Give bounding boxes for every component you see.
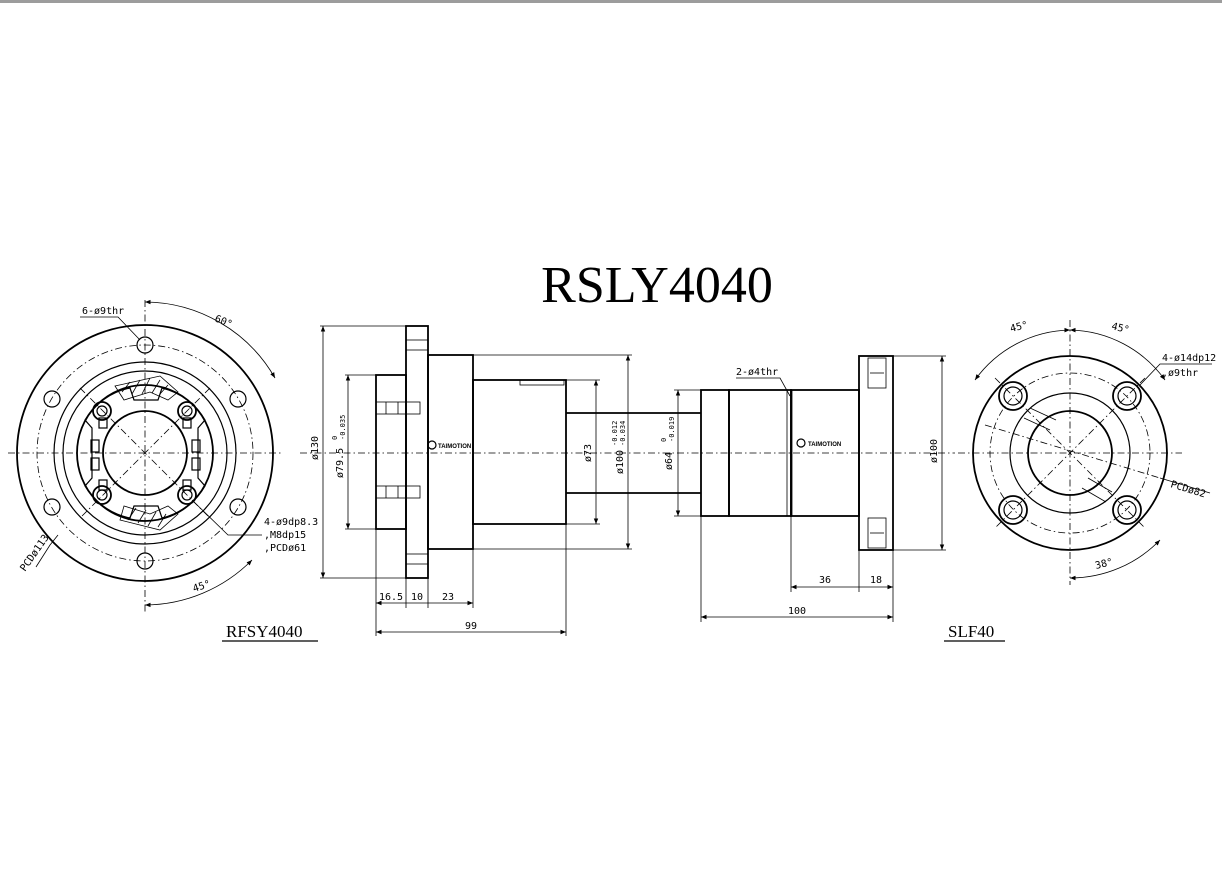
center-holes-note: 2-ø4thr — [736, 367, 778, 378]
dim-dia-79-tol-top: 0 — [331, 436, 339, 440]
dim-dia-100: ø100 — [615, 450, 626, 474]
brand-mark-left: TAIMOTION — [438, 444, 471, 450]
dim-dia-100-tol-top: -0.012 — [611, 421, 619, 446]
dim-dia-79-tol-bot: -0.035 — [339, 415, 347, 440]
right-pcd-note: PCDø82 — [1169, 479, 1207, 500]
drawing-title: RSLY4040 — [541, 257, 773, 314]
dim-36: 36 — [819, 575, 831, 586]
right-view-caption: SLF40 — [948, 622, 994, 641]
side-view — [300, 325, 955, 636]
brand-mark-right: TAIMOTION — [808, 442, 841, 448]
dim-23: 23 — [442, 592, 454, 603]
left-tap-note-1: 4-ø9dp8.3 — [264, 517, 318, 528]
dim-dia-64-tol-bot: -0.019 — [668, 417, 676, 442]
right-end-view — [958, 320, 1212, 585]
left-angle-top: 60° — [213, 314, 234, 331]
dim-100: 100 — [788, 606, 806, 617]
right-angle-left: 45° — [1009, 320, 1029, 335]
dim-dia-64-tol-top: 0 — [660, 438, 668, 442]
dim-dia-130: ø130 — [310, 436, 321, 460]
left-tap-note-3: ,PCDø61 — [264, 543, 306, 554]
dim-16-5: 16.5 — [379, 592, 403, 603]
dim-dia-100-tol-bot: -0.034 — [619, 421, 627, 446]
dim-99: 99 — [465, 621, 477, 632]
dim-18: 18 — [870, 575, 882, 586]
right-holes-note-2: ,ø9thr — [1162, 368, 1198, 379]
window-top-border — [0, 0, 1222, 3]
left-end-view — [8, 299, 282, 612]
dim-dia-79: ø79.5 — [335, 448, 346, 478]
right-angle-bottom: 38° — [1094, 557, 1114, 572]
left-pcd-note: PCDø113 — [18, 533, 51, 574]
left-view-caption: RFSY4040 — [226, 622, 303, 641]
dim-dia-64: ø64 — [664, 452, 675, 470]
dim-dia-73: ø73 — [583, 444, 594, 462]
right-holes-note-1: 4-ø14dp12 — [1162, 353, 1216, 364]
right-angle-right: 45° — [1110, 321, 1130, 336]
left-tap-note-2: ,M8dp15 — [264, 530, 306, 541]
left-holes-note: 6-ø9thr — [82, 306, 124, 317]
dim-10: 10 — [411, 592, 423, 603]
dim-dia-100-right: ø100 — [929, 439, 940, 463]
left-angle-bottom: 45° — [192, 579, 213, 595]
